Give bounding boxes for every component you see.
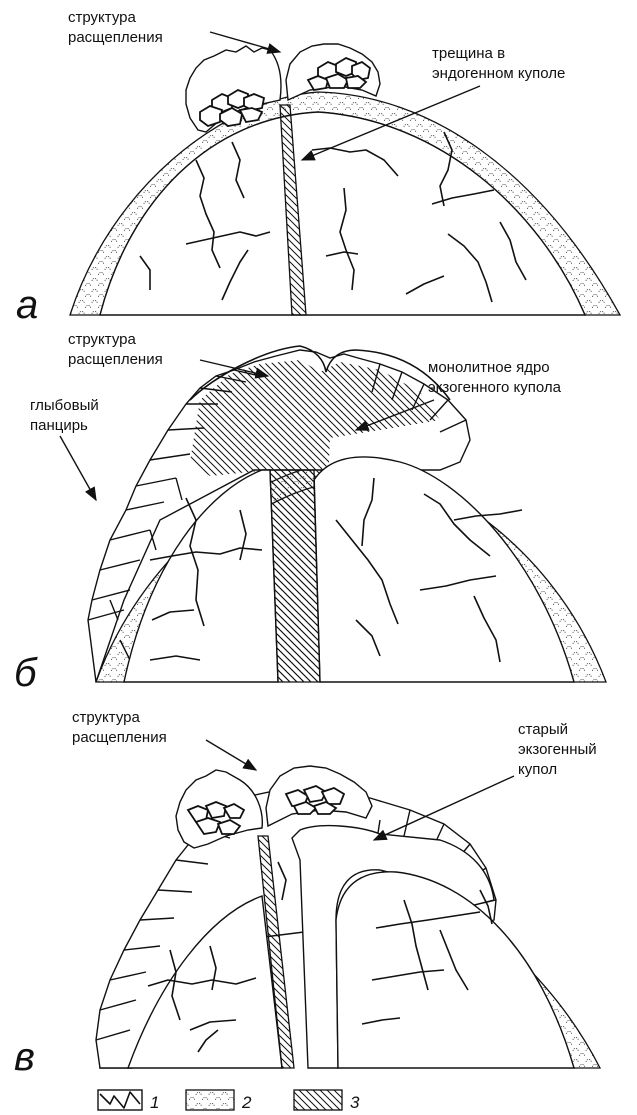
legend-swatch-fractures: [98, 1090, 142, 1110]
legend-item-2: 2: [186, 1090, 252, 1112]
conduit: [270, 470, 320, 682]
label-armor-line1: глыбовый: [30, 397, 99, 414]
label-split-line1: структура: [72, 709, 140, 726]
panel-letter-b: б: [14, 651, 38, 695]
label-core-line1: монолитное ядро: [428, 359, 550, 376]
label-old-line2: экзогенный: [518, 741, 597, 758]
label-crack-line2: эндогенном куполе: [432, 65, 565, 82]
label-split-line2: расщепления: [72, 729, 167, 746]
panel-letter-a: а: [16, 283, 38, 327]
label-split-line2: расщепления: [68, 351, 163, 368]
legend-swatch-hatched: [294, 1090, 342, 1110]
panel-letter-v: в: [14, 1035, 35, 1079]
label-old-line3: купол: [518, 761, 557, 778]
legend-item-1: 1: [98, 1090, 159, 1112]
legend: 1 2 3: [98, 1090, 360, 1112]
label-crack-line1: трещина в: [432, 45, 505, 62]
arrow-armor: [60, 436, 96, 500]
legend-swatch-tephra: [186, 1090, 234, 1110]
label-split-line1: структура: [68, 9, 136, 26]
legend-number-1: 1: [150, 1093, 159, 1112]
panel-a: структура расщепления трещина в эндогенн…: [16, 9, 620, 327]
panel-b: структура расщепления монолитное ядро эк…: [14, 331, 606, 695]
legend-number-2: 2: [241, 1093, 252, 1112]
arrow-split: [206, 740, 256, 770]
label-armor-line2: панцирь: [30, 417, 88, 434]
inner-body-far-right: [336, 872, 574, 1068]
panel-c: структура расщепления старый экзогенный …: [14, 709, 600, 1079]
label-old-line1: старый: [518, 721, 568, 738]
legend-number-3: 3: [350, 1093, 360, 1112]
legend-item-3: 3: [294, 1090, 360, 1112]
label-split-line1: структура: [68, 331, 136, 348]
label-split-line2: расщепления: [68, 29, 163, 46]
label-core-line2: экзогенного купола: [428, 379, 562, 396]
